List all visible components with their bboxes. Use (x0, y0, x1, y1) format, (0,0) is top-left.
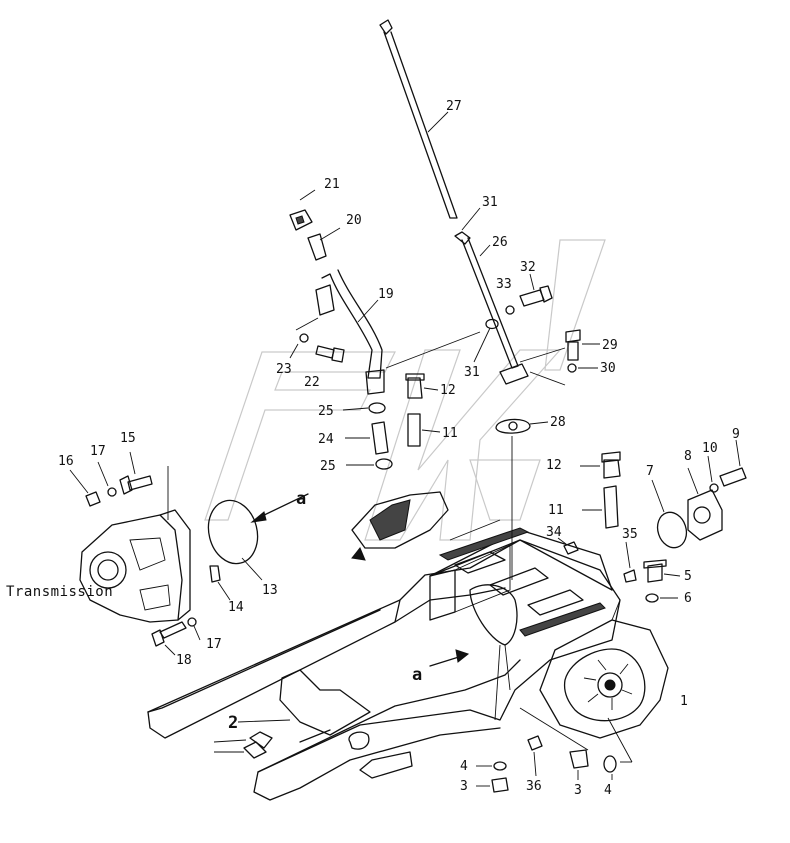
label-30: 30 (600, 361, 616, 376)
watermark (204, 239, 606, 541)
view-marker-a-left: a (296, 489, 306, 509)
label-35: 35 (622, 527, 638, 542)
label-8: 8 (684, 449, 692, 464)
label-21: 21 (324, 177, 340, 192)
parts-19-20-21 (289, 189, 481, 395)
view-markers: a a (296, 489, 422, 685)
label-25-mid: 25 (320, 459, 336, 474)
label-10: 10 (702, 441, 718, 456)
label-34: 34 (546, 525, 562, 540)
label-23: 23 (276, 362, 292, 377)
label-16: 16 (58, 454, 74, 469)
label-28: 28 (550, 415, 566, 430)
cover-plate (351, 491, 501, 561)
label-12-right: 12 (546, 458, 562, 473)
label-17-low: 17 (206, 637, 222, 652)
label-2: 2 (228, 713, 238, 733)
bolts-15-16-17 (69, 451, 153, 507)
label-4-left: 4 (460, 759, 468, 774)
label-32: 32 (520, 260, 536, 275)
part-13-o-ring (207, 499, 263, 581)
label-13: 13 (262, 583, 278, 598)
label-25-top: 25 (318, 404, 334, 419)
view-marker-a-right: a (412, 665, 422, 685)
label-12-top: 12 (440, 383, 456, 398)
label-11-right: 11 (548, 503, 564, 518)
view-arrows (250, 493, 470, 667)
parts-11-12-upper (405, 373, 441, 447)
part-labels: 27 21 20 31 26 32 33 19 29 23 22 31 30 1… (58, 99, 740, 798)
part-2-bracket (213, 719, 291, 759)
label-1: 1 (680, 694, 688, 709)
label-4-right: 4 (604, 783, 612, 798)
part-28-gasket (495, 418, 549, 580)
label-7: 7 (646, 464, 654, 479)
label-5: 5 (684, 569, 692, 584)
label-22: 22 (304, 375, 320, 390)
part-26-tube (454, 207, 529, 385)
part-14-pin (209, 565, 231, 601)
parts-29-30 (519, 329, 600, 386)
parts-32-33 (505, 273, 553, 315)
label-17-top: 17 (90, 444, 106, 459)
parts-22-23 (289, 333, 345, 363)
label-3-left: 3 (460, 779, 468, 794)
label-9: 9 (732, 427, 740, 442)
label-36: 36 (526, 779, 542, 794)
label-29: 29 (602, 338, 618, 353)
label-14: 14 (228, 600, 244, 615)
parts-34-35 (557, 537, 637, 583)
label-20: 20 (346, 213, 362, 228)
label-15: 15 (120, 431, 136, 446)
label-11-top: 11 (442, 426, 458, 441)
parts-7-8-9-10 (651, 439, 747, 549)
label-27: 27 (446, 99, 462, 114)
transmission-label: Transmission (6, 584, 113, 600)
label-33: 33 (496, 277, 512, 292)
label-3-right: 3 (574, 783, 582, 798)
bolts-17-18 (151, 617, 201, 656)
parts-11-12-lower (580, 451, 621, 529)
label-19: 19 (378, 287, 394, 302)
label-24: 24 (318, 432, 334, 447)
parts-24-25 (342, 402, 393, 470)
label-6: 6 (684, 591, 692, 606)
label-18: 18 (176, 653, 192, 668)
part-27-dipstick (379, 19, 458, 219)
main-frame (147, 527, 669, 801)
label-31-mid: 31 (464, 365, 480, 380)
bottom-plugs (476, 707, 633, 793)
label-26: 26 (492, 235, 508, 250)
parts-5-6 (643, 559, 681, 603)
transmission-block (79, 466, 191, 623)
label-31-top: 31 (482, 195, 498, 210)
